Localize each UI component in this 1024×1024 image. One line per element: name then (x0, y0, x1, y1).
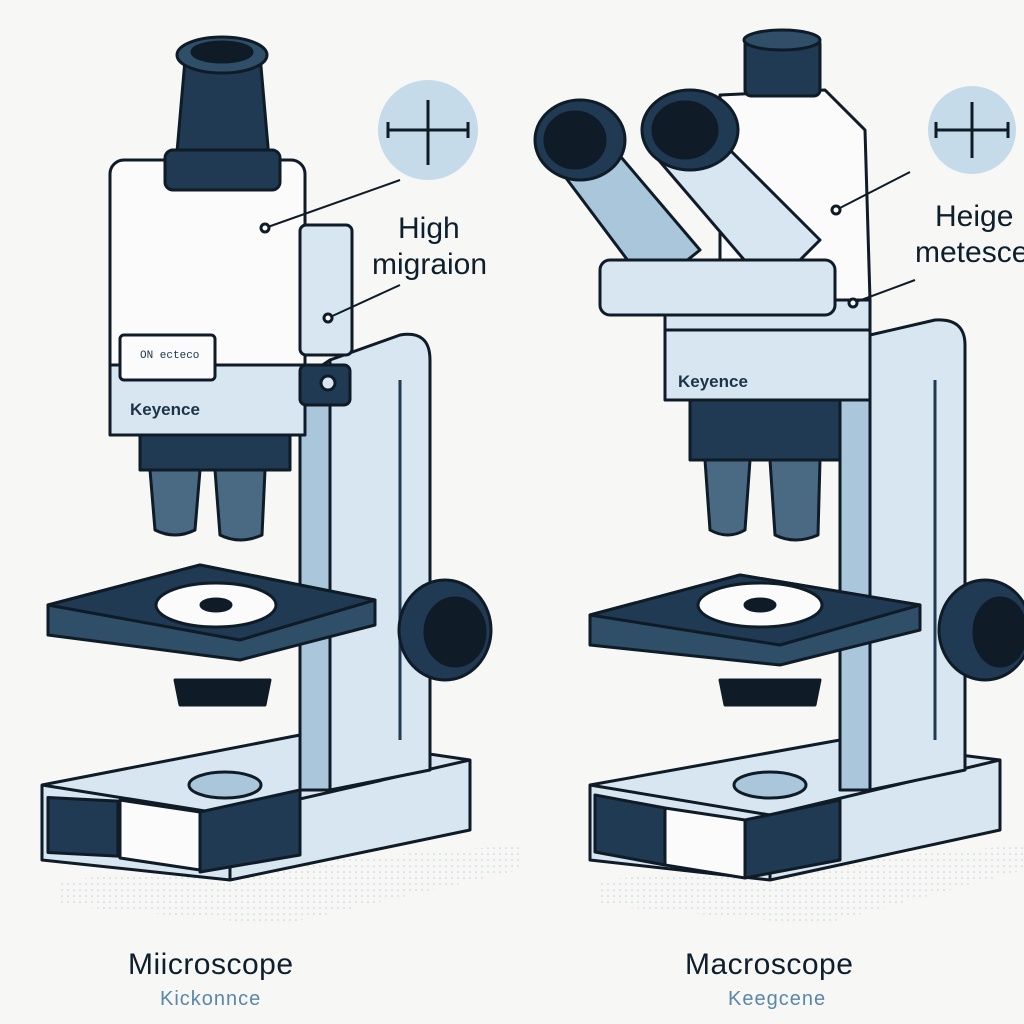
callout-right-line2: metesce (915, 236, 1024, 269)
microscope-left (40, 35, 520, 925)
arm (868, 318, 967, 792)
stage (588, 573, 922, 707)
focus-knob-icon (937, 578, 1024, 682)
caption-title-right: Macroscope (685, 948, 854, 981)
caption-sub-right: Keegcene (728, 988, 827, 1010)
caption-sub-left: Kickonnce (160, 988, 262, 1010)
binocular-eyepieces (533, 88, 837, 317)
callout-left-line1: High (398, 212, 460, 245)
brand-label-right: Keyence (678, 372, 748, 391)
macroscope-right (533, 28, 1024, 925)
stage (46, 563, 377, 707)
focus-knob-icon (397, 578, 493, 682)
callout-left-line2: migraion (372, 248, 488, 281)
caption-title-left: Miicroscope (128, 948, 294, 981)
brand-label-left: Keyence (130, 400, 200, 419)
objective-lenses (138, 428, 292, 542)
crosshair-icon (928, 86, 1016, 174)
objective-lenses (688, 398, 842, 542)
callout-right-line1: Heige (935, 200, 1014, 233)
display-screen-text: ON ecteco (140, 350, 200, 362)
crosshair-icon (378, 80, 478, 180)
